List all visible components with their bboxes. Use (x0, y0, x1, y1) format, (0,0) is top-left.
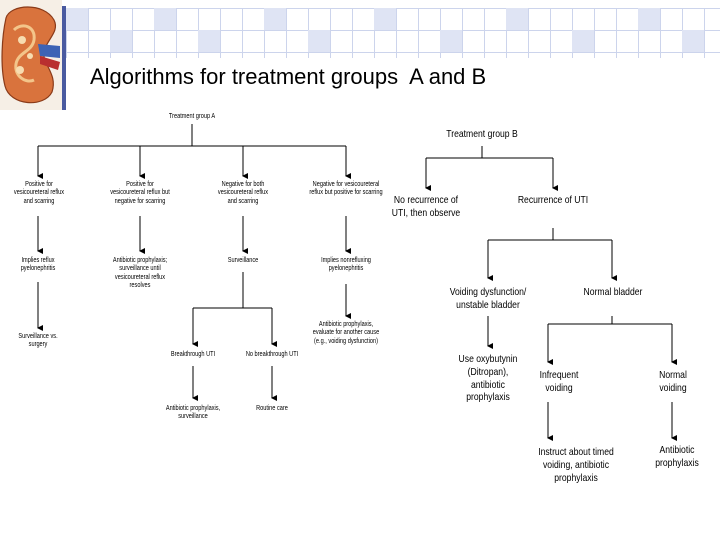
group-b-node-recurrence: Recurrence of UTI (517, 194, 589, 206)
header-grid-cell (638, 8, 660, 30)
group-a-node-surveillance-vs-surgery: Surveillance vs. surgery (18, 331, 58, 349)
group-a-node-negative-reflux-positive-scarring: Negative for vesicoureteral reflux but p… (309, 179, 383, 197)
group-b-node-no-recurrence: No recurrence of UTI, then observe (391, 194, 461, 219)
group-b-node-oxybutynin: Use oxybutynin (Ditropan), antibiotic pr… (458, 353, 518, 404)
group-a-node-antibiotic-surveillance: Antibiotic prophylaxis; surveillance unt… (112, 255, 168, 289)
header-grid-cell (66, 8, 88, 30)
group-a-root: Treatment group A (168, 111, 216, 120)
slide-title: Algorithms for treatment groups A and B (90, 64, 487, 89)
group-a-node-nonrefluxing-pyelonephritis: Implies nonrefluxing pyelonephritis (321, 255, 371, 273)
header-band: Algorithms for treatment groups A and B (0, 0, 720, 110)
group-a-node-positive-reflux-no-scarring: Positive for vesicoureteral reflux but n… (110, 179, 170, 205)
header-accent-stripe (62, 6, 66, 110)
header-grid-cell (682, 30, 704, 52)
group-b-node-infrequent-voiding: Infrequent voiding (539, 369, 579, 394)
group-a-node-antibiotic-prophylaxis-surveillance: Antibiotic prophylaxis, surveillance (165, 403, 221, 421)
group-a-node-positive-reflux-scarring: Positive for vesicoureteral reflux and s… (13, 179, 65, 205)
group-b-node-voiding-dysfunction: Voiding dysfunction/ unstable bladder (449, 286, 527, 311)
group-b-node-normal-bladder: Normal bladder (583, 286, 643, 298)
group-a-node-no-breakthrough-uti: No breakthrough UTI (245, 349, 299, 358)
header-grid-cell (440, 30, 462, 52)
group-b-root: Treatment group B (446, 128, 518, 140)
group-a-node-surveillance: Surveillance (227, 255, 259, 264)
group-a-node-breakthrough-uti: Breakthrough UTI (170, 349, 216, 358)
group-a-node-evaluate-another-cause: Antibiotic prophylaxis, evaluate for ano… (312, 319, 380, 345)
header-grid-cell (264, 8, 286, 30)
header-grid-decoration (66, 8, 720, 58)
header-grid-cell (374, 8, 396, 30)
header-grid-cell (198, 30, 220, 52)
group-a-node-routine-care: Routine care (256, 403, 288, 412)
header-grid-cell (572, 30, 594, 52)
group-a-node-reflux-pyelonephritis: Implies reflux pyelonephritis (20, 255, 56, 273)
group-b-node-antibiotic-prophylaxis: Antibiotic prophylaxis (655, 444, 699, 469)
header-grid-cell (506, 8, 528, 30)
group-b-node-timed-voiding: Instruct about timed voiding, antibiotic… (538, 446, 614, 484)
group-a-node-negative-both: Negative for both vesicoureteral reflux … (217, 179, 269, 205)
group-b-node-normal-voiding: Normal voiding (659, 369, 687, 394)
header-grid-cell (308, 30, 330, 52)
kidney-icon (0, 0, 62, 110)
header-grid-cell (110, 30, 132, 52)
group-a-connectors (37, 124, 351, 401)
group-b-connectors (425, 146, 677, 441)
header-grid-cell (154, 8, 176, 30)
